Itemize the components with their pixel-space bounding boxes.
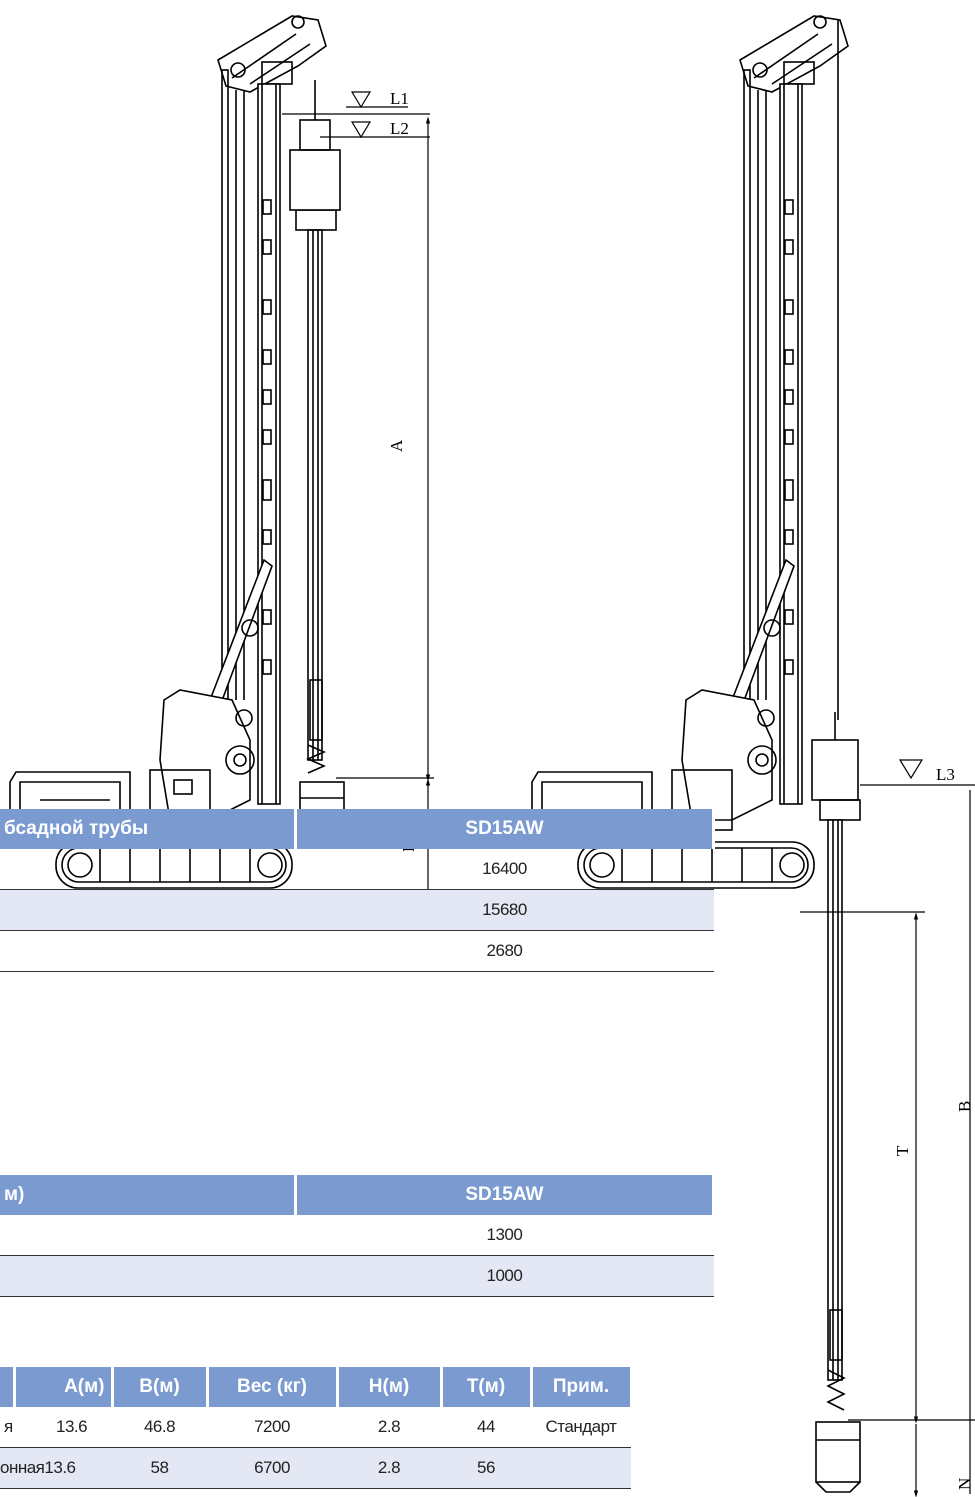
label-b: B <box>955 1101 974 1112</box>
row-note <box>531 1447 631 1489</box>
col-weight: Вес (кг) <box>207 1367 339 1407</box>
row-note: Стандарт <box>531 1407 631 1448</box>
table-cell: 2680 <box>295 930 714 972</box>
col-h: H(м) <box>337 1367 443 1407</box>
label-l3: L3 <box>936 765 955 784</box>
table-cell: 15680 <box>295 889 714 931</box>
row-b: 58 <box>112 1447 207 1489</box>
table-row: онная13.6 58 6700 2.8 56 <box>0 1447 715 1489</box>
col-t: T(м) <box>441 1367 533 1407</box>
table-row: 16400 <box>0 849 714 890</box>
casing-table: бсадной трубы SD15AW 16400 15680 2680 <box>0 809 716 972</box>
table-cell: 1300 <box>295 1215 714 1256</box>
table-row: я 13.6 46.8 7200 2.8 44 Стандарт <box>0 1407 715 1448</box>
label-l2: L2 <box>390 119 409 138</box>
row-a: 13.6 <box>44 1458 76 1477</box>
row-weight: 6700 <box>207 1447 337 1489</box>
col-a: A(м) <box>14 1367 114 1407</box>
diameter-table: м) SD15AW 1300 1000 <box>0 1175 716 1297</box>
right-dimensions <box>800 759 975 1497</box>
row-t: 44 <box>441 1407 531 1448</box>
casing-table-header-right: SD15AW <box>295 809 716 849</box>
row-name: я <box>4 1417 13 1436</box>
casing-table-header-left: бсадной трубы <box>0 809 297 849</box>
row-t: 56 <box>441 1447 531 1489</box>
row-weight: 7200 <box>207 1407 337 1448</box>
label-t: T <box>893 1145 912 1156</box>
row-a: 13.6 <box>56 1417 88 1436</box>
row-h: 2.8 <box>337 1447 441 1489</box>
table-row: 2680 <box>0 930 714 972</box>
table-row: 1300 <box>0 1215 714 1256</box>
diameter-table-header-left: м) <box>0 1175 297 1215</box>
table-row: 1000 <box>0 1255 714 1297</box>
row-h: 2.8 <box>337 1407 441 1448</box>
table-cell: 1000 <box>295 1255 714 1297</box>
row-b: 46.8 <box>112 1407 207 1448</box>
table-row: 15680 <box>0 889 714 931</box>
left-rig <box>9 15 345 889</box>
col-b: B(м) <box>112 1367 209 1407</box>
col-note: Прим. <box>531 1367 633 1407</box>
diameter-table-header-right: SD15AW <box>295 1175 716 1215</box>
label-a: A <box>387 439 406 452</box>
table-cell: 16400 <box>295 849 714 890</box>
label-l1: L1 <box>390 89 409 108</box>
kelly-bar-table: A(м) B(м) Вес (кг) H(м) T(м) Прим. я 13.6… <box>0 1367 715 1489</box>
label-n: N <box>955 1478 974 1490</box>
row-name: онная <box>0 1458 45 1477</box>
